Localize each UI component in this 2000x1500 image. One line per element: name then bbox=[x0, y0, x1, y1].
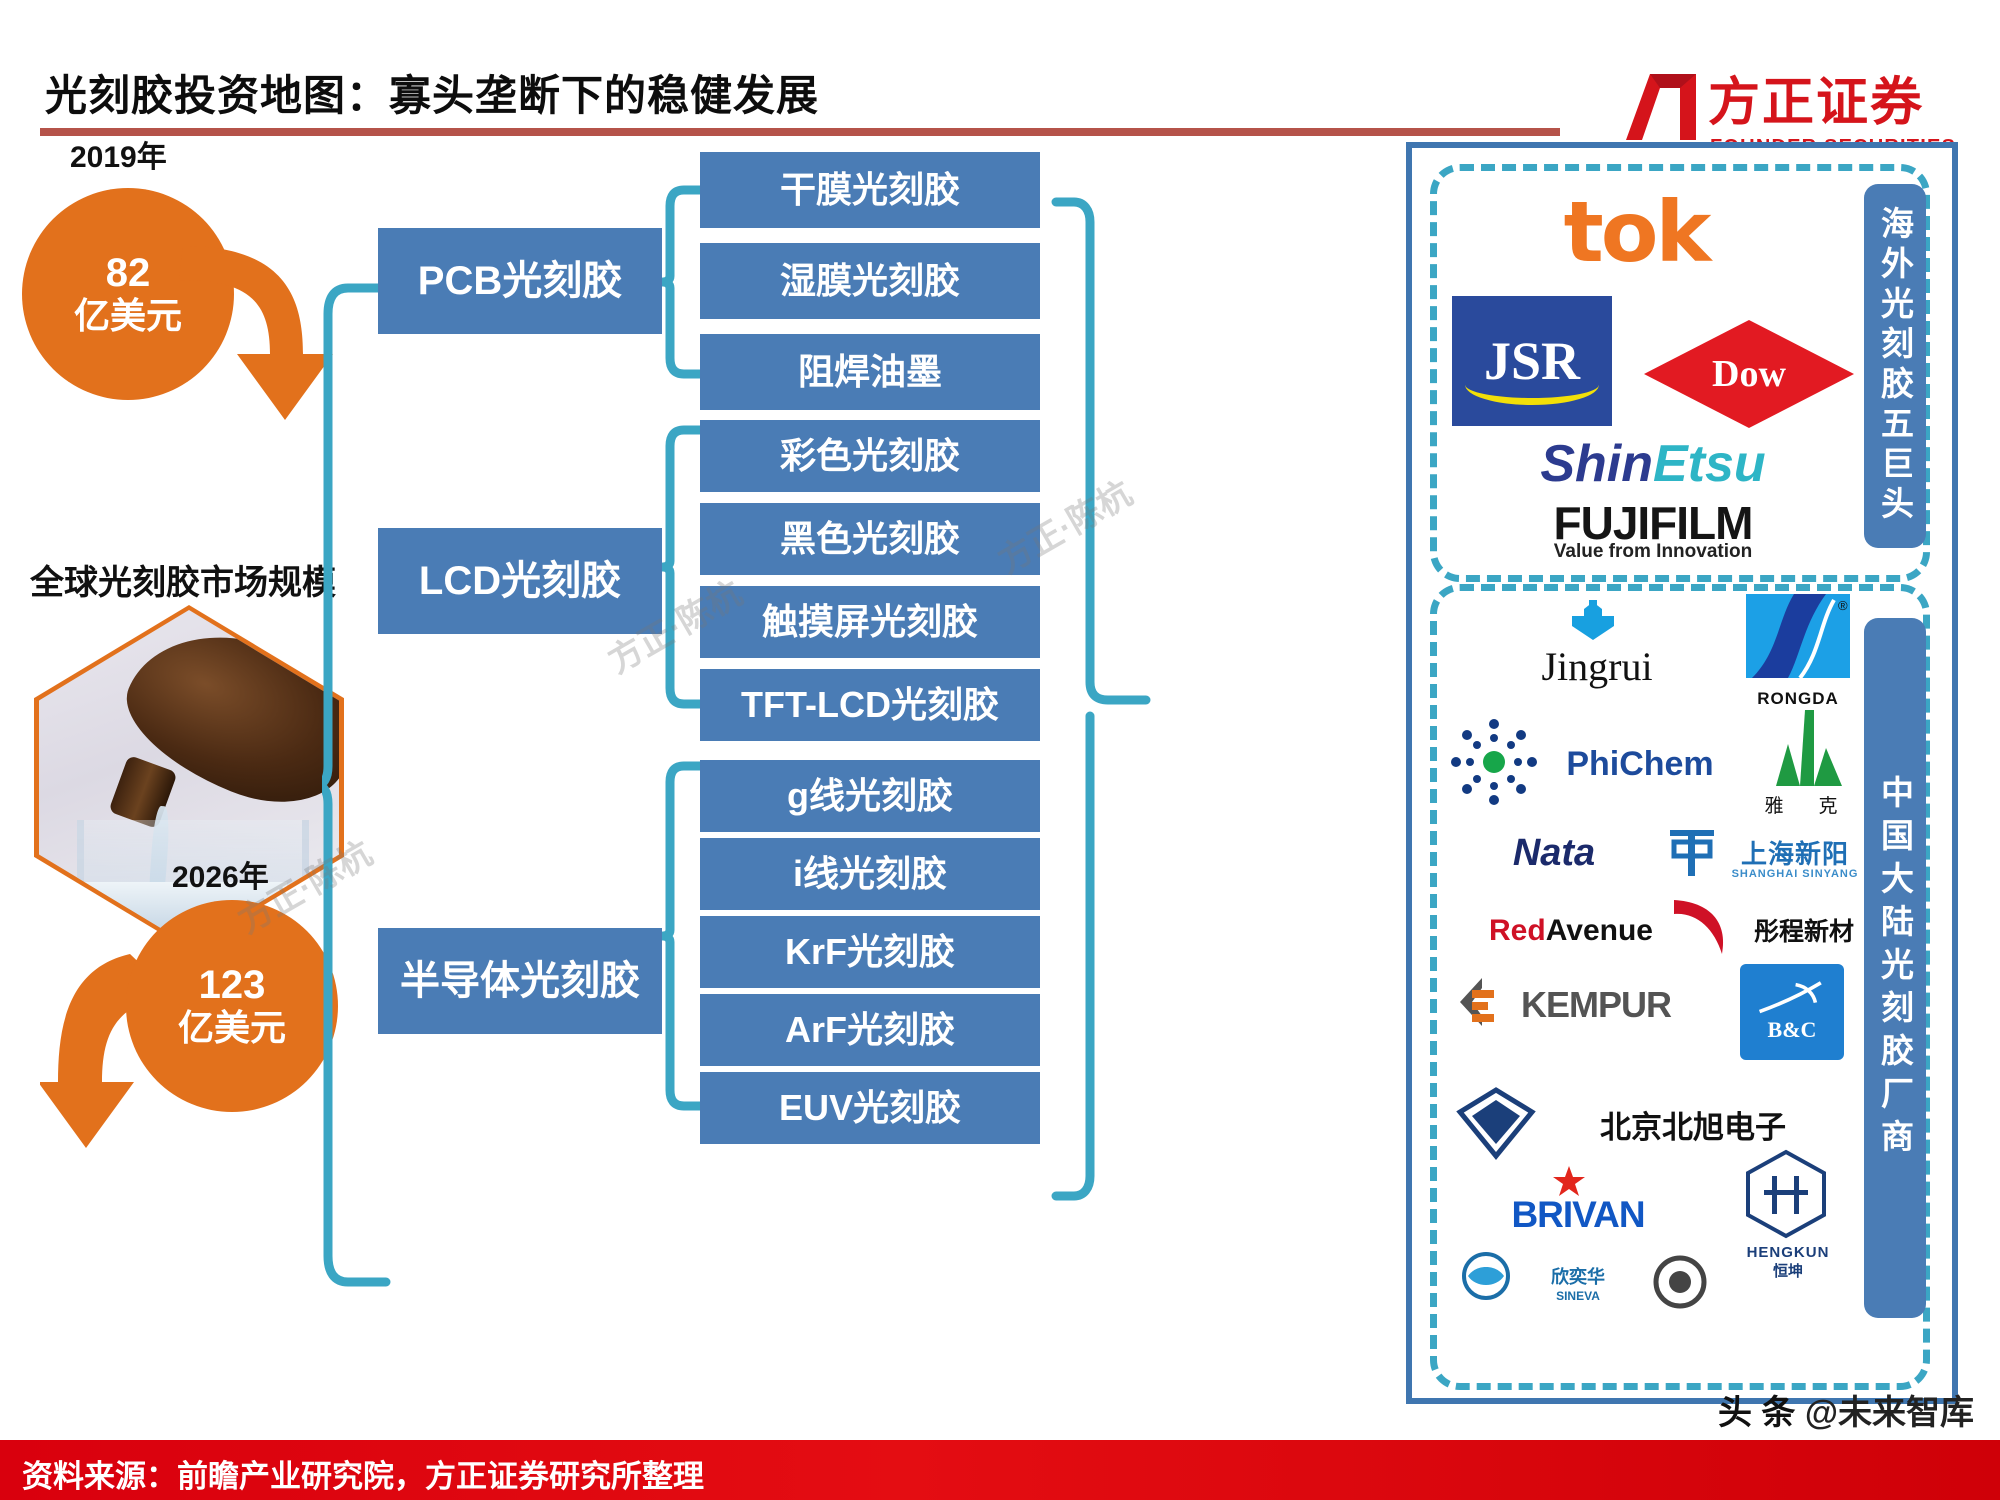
hengkun-mark-icon bbox=[1746, 1149, 1826, 1239]
logo-phichem: PhiChem bbox=[1566, 744, 1714, 783]
logo-beixu: 北京北旭电子 bbox=[1600, 1109, 1786, 1145]
overseas-group-label: 海外光刻胶五巨头 bbox=[1864, 184, 1926, 548]
logo-rongda-mark: ® bbox=[1742, 590, 1854, 694]
phichem-mark-icon bbox=[1451, 719, 1537, 805]
market-size-2026-bubble: 123 亿美元 bbox=[126, 900, 338, 1112]
market-size-2019-value: 82 bbox=[105, 251, 151, 296]
logo-sinyang: 上海新阳 bbox=[1740, 838, 1849, 869]
founder-mark-icon bbox=[1626, 74, 1696, 140]
logo-sinyang-sub: SHANGHAI SINYANG bbox=[1731, 868, 1859, 880]
kempur-mark-icon bbox=[1460, 978, 1494, 1026]
brand-name-cn: 方正证券 bbox=[1708, 73, 1925, 133]
leaf-semi-euv[interactable]: EUV光刻胶 bbox=[700, 1072, 1040, 1144]
pcb-branch-bracket bbox=[662, 185, 706, 379]
lcd-branch-bracket bbox=[662, 425, 706, 709]
leaf-semi-arf[interactable]: ArF光刻胶 bbox=[700, 994, 1040, 1066]
credit-prefix: 头 条 bbox=[1717, 1394, 1796, 1432]
panel-connector-bracket bbox=[1051, 197, 1151, 1201]
logo-jingrui: Jingrui bbox=[1541, 643, 1653, 689]
overseas-group-box bbox=[1430, 164, 1930, 582]
title-underline bbox=[40, 128, 1560, 136]
global-market-label: 全球光刻胶市场规模 bbox=[30, 564, 336, 602]
leaf-lcd-black[interactable]: 黑色光刻胶 bbox=[700, 503, 1040, 575]
root-bracket bbox=[322, 283, 391, 1287]
leaf-semi-iline[interactable]: i线光刻胶 bbox=[700, 838, 1040, 910]
credit-line: 头 条 @未来智库 bbox=[1718, 1385, 1974, 1434]
rongda-mark-icon: ® bbox=[1746, 594, 1850, 680]
logo-kempur: KEMPUR bbox=[1520, 984, 1672, 1025]
leaf-semi-gline[interactable]: g线光刻胶 bbox=[700, 760, 1040, 832]
bc-swoosh-icon bbox=[1758, 981, 1822, 1014]
market-size-2026-unit: 亿美元 bbox=[177, 1007, 286, 1049]
logo-tongcheng: 彤程新材 bbox=[1753, 918, 1854, 946]
logo-hengkun-sub: 恒坤 bbox=[1772, 1262, 1803, 1280]
leaf-pcb-dry-film[interactable]: 干膜光刻胶 bbox=[700, 152, 1040, 228]
logo-rongda-text: RONGDA bbox=[1757, 689, 1839, 708]
china-group-box bbox=[1430, 584, 1930, 1390]
sineva-mark-icon bbox=[1462, 1252, 1510, 1300]
jsr-swoosh-icon bbox=[1464, 364, 1600, 406]
logo-nata: Nata bbox=[1512, 831, 1596, 874]
sinyang-mark-icon bbox=[1670, 830, 1714, 876]
logo-fujifilm: FUJIFILM bbox=[1553, 497, 1754, 549]
leaf-semi-krf[interactable]: KrF光刻胶 bbox=[700, 916, 1040, 988]
misc-mark-icon bbox=[1653, 1255, 1707, 1309]
credit-handle: @未来智库 bbox=[1804, 1394, 1974, 1432]
china-group-label: 中国大陆光刻胶厂商 bbox=[1864, 618, 1926, 1318]
beixu-mark-icon bbox=[1456, 1087, 1536, 1160]
redavenue-swoosh-icon bbox=[1674, 900, 1724, 954]
logo-jsr: JSR bbox=[1452, 296, 1612, 426]
year-label-2026: 2026年 bbox=[172, 861, 269, 894]
logo-bc: B&C bbox=[1740, 964, 1844, 1060]
logo-hengkun: HENGKUN bbox=[1746, 1243, 1830, 1261]
category-node-lcd[interactable]: LCD光刻胶 bbox=[378, 528, 662, 634]
jingrui-mark-icon bbox=[1572, 600, 1614, 640]
fujifilm-tagline: Value from Innovation bbox=[1553, 541, 1753, 562]
leaf-lcd-tft[interactable]: TFT-LCD光刻胶 bbox=[700, 669, 1040, 741]
logo-dow: Dow bbox=[1644, 320, 1854, 428]
market-size-2019-bubble: 82 亿美元 bbox=[22, 188, 234, 400]
logo-sineva: 欣奕华 bbox=[1551, 1267, 1605, 1287]
brivan-star-icon bbox=[1553, 1166, 1585, 1196]
source-footer: 资料来源：前瞻产业研究院，方正证券研究所整理 bbox=[0, 1440, 2000, 1500]
semiconductor-branch-bracket bbox=[662, 761, 706, 1111]
logo-tok: tok bbox=[1563, 183, 1712, 281]
category-node-pcb[interactable]: PCB光刻胶 bbox=[378, 228, 662, 334]
logo-yake-mark bbox=[1742, 700, 1868, 796]
leaf-pcb-solder-mask[interactable]: 阻焊油墨 bbox=[700, 334, 1040, 410]
year-label-2019: 2019年 bbox=[70, 141, 167, 174]
photoresist-photo-hexagon bbox=[34, 605, 344, 950]
leaf-lcd-touchscreen[interactable]: 触摸屏光刻胶 bbox=[700, 586, 1040, 658]
market-size-2019-unit: 亿美元 bbox=[73, 295, 182, 337]
leaf-lcd-color[interactable]: 彩色光刻胶 bbox=[700, 420, 1040, 492]
logo-redavenue: Red Avenue bbox=[1489, 914, 1653, 947]
page-title: 光刻胶投资地图：寡头垄断下的稳健发展 bbox=[45, 72, 820, 119]
category-node-semiconductor[interactable]: 半导体光刻胶 bbox=[378, 928, 662, 1034]
logo-sineva-en: SINEVA bbox=[1556, 1289, 1600, 1303]
source-text: 资料来源：前瞻产业研究院，方正证券研究所整理 bbox=[22, 1459, 704, 1494]
market-size-2026-value: 123 bbox=[198, 963, 266, 1008]
leaf-pcb-wet-film[interactable]: 湿膜光刻胶 bbox=[700, 243, 1040, 319]
yake-mark-icon bbox=[1776, 710, 1842, 786]
manufacturers-panel: 海外光刻胶五巨头 tok JSR Dow Shin Etsu FUJIFILM … bbox=[1406, 142, 1958, 1404]
svg-text:®: ® bbox=[1838, 598, 1848, 613]
logo-brivan: BRIVAN bbox=[1511, 1194, 1645, 1235]
growth-arrow-down-icon bbox=[179, 246, 333, 420]
logo-shinetsu: Shin Etsu bbox=[1540, 435, 1766, 493]
logo-yake-text: 雅 克 bbox=[1764, 795, 1846, 817]
